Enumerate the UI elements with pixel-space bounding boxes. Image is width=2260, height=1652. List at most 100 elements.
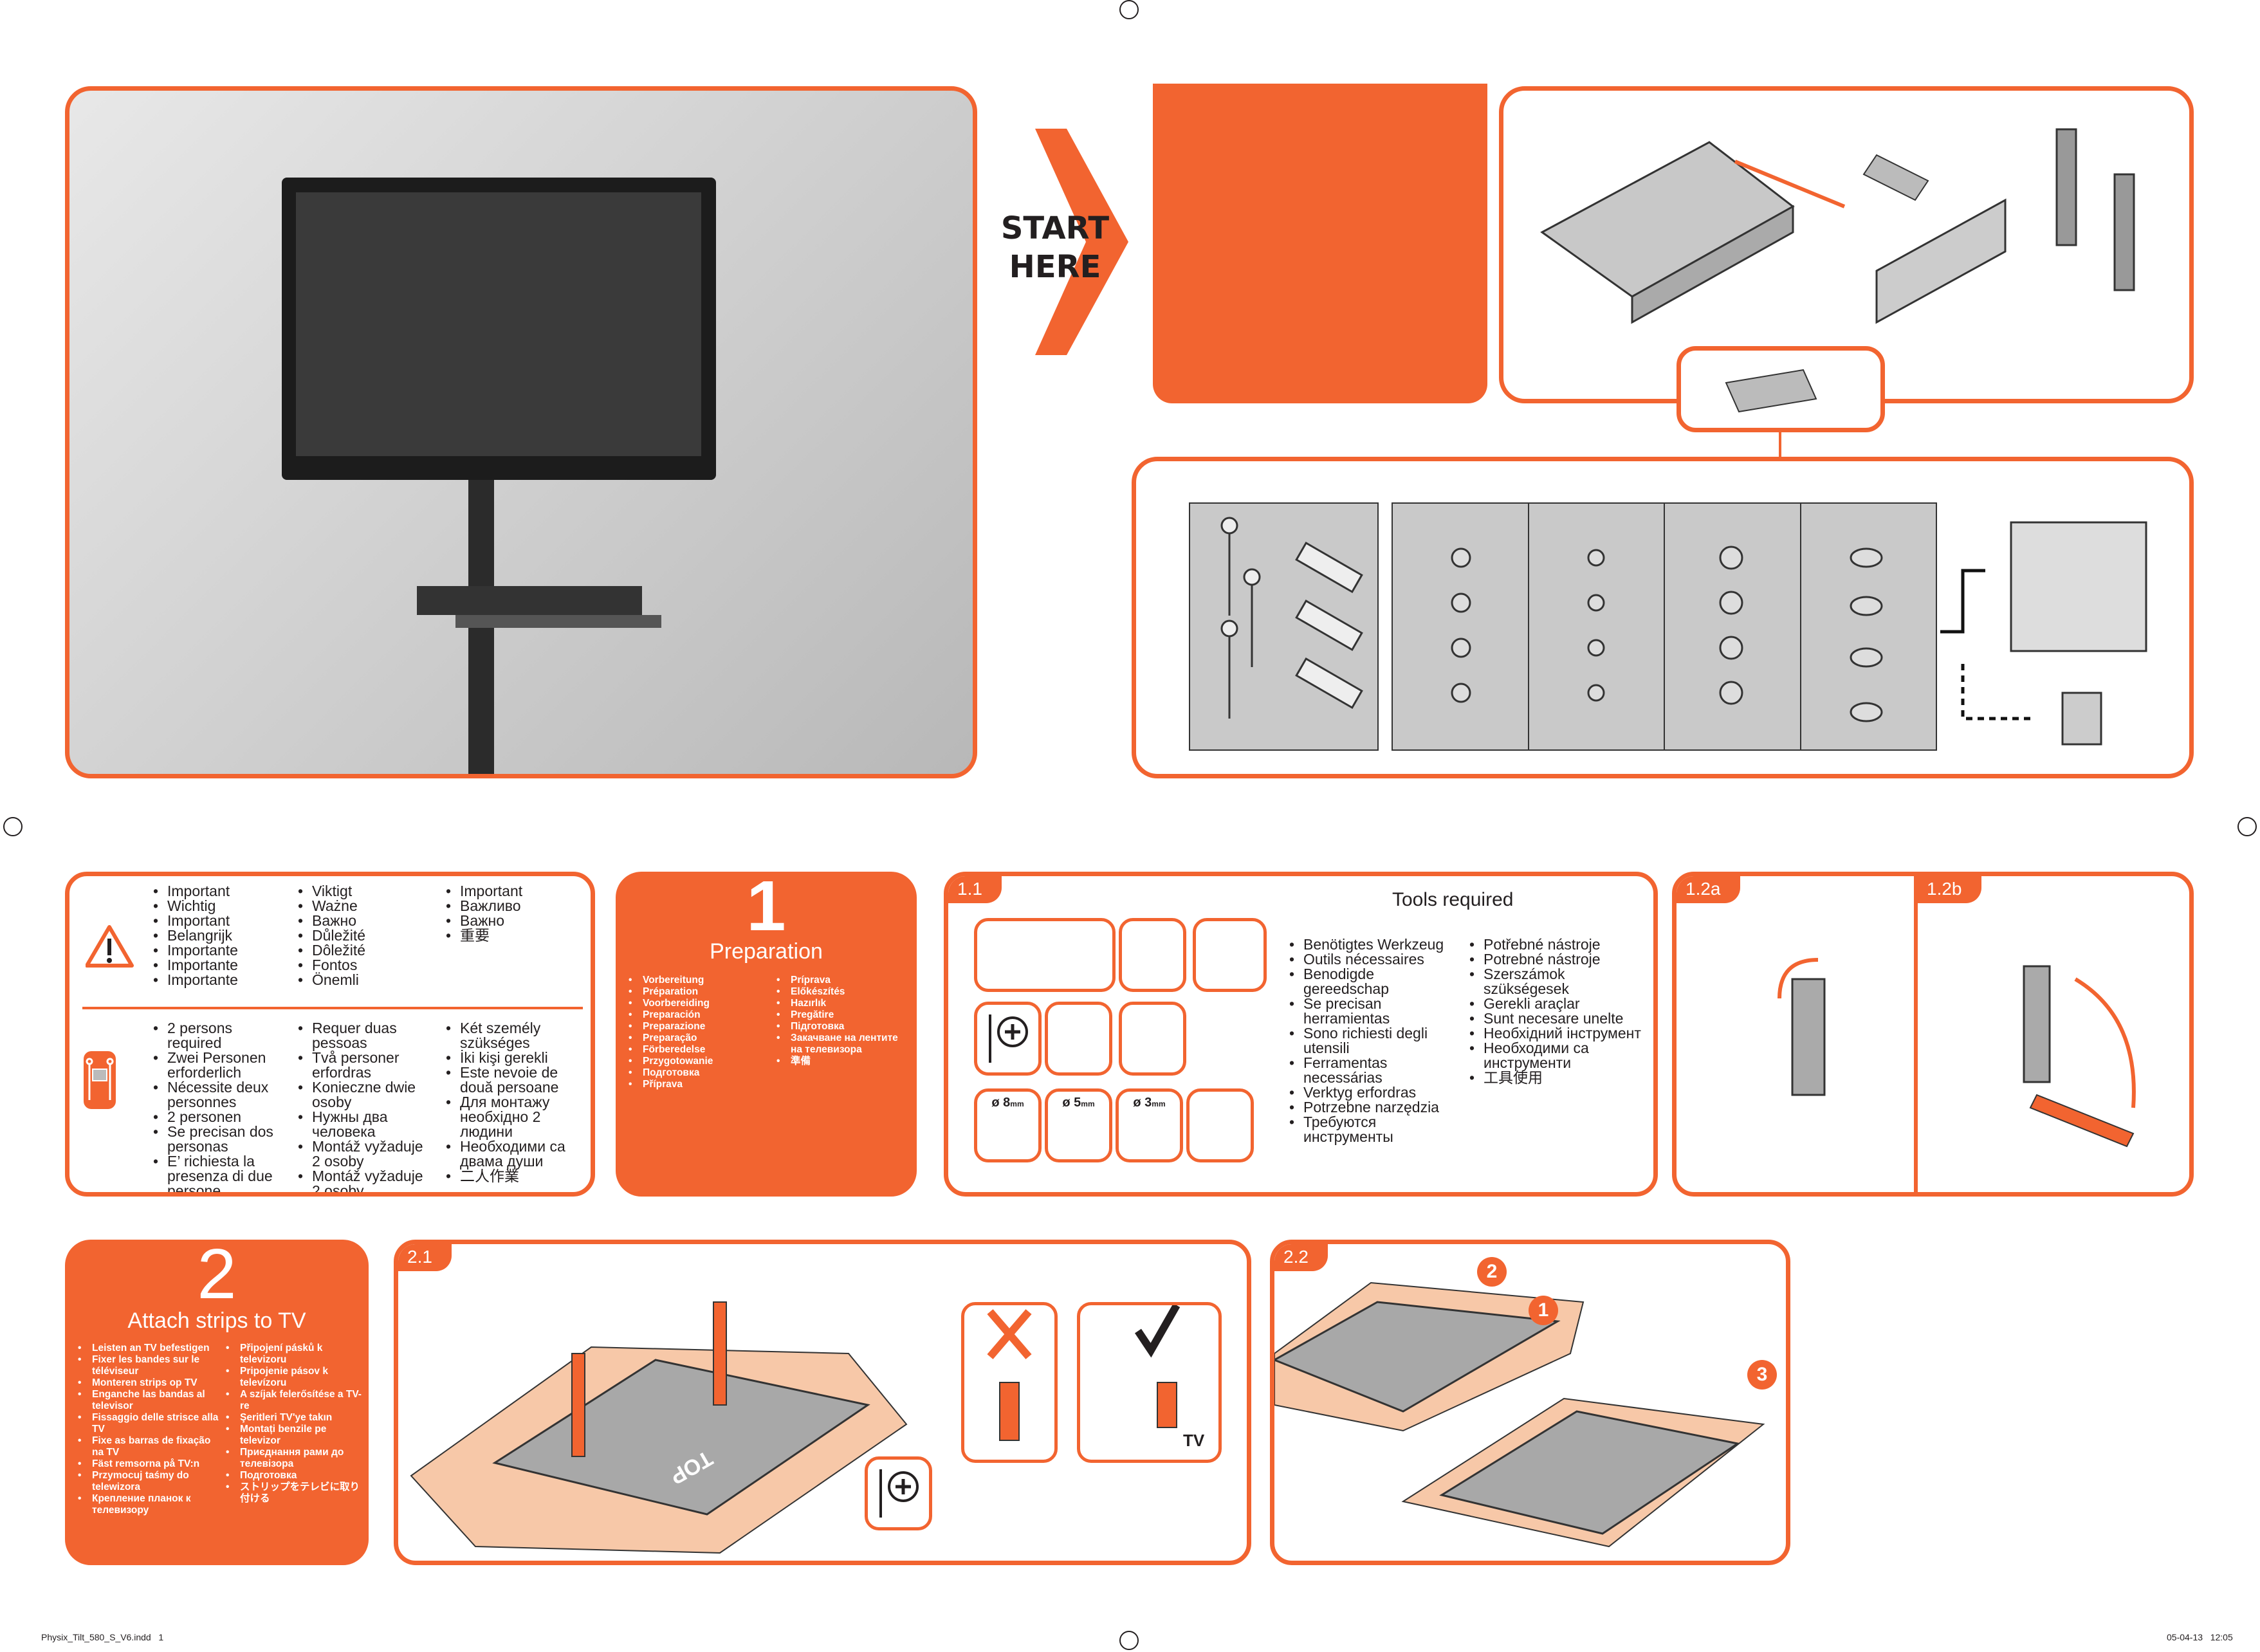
translation-item: Подготовка <box>226 1470 364 1482</box>
tools-item: Se precisan herramientas <box>1289 996 1463 1026</box>
translation-item: 準備 <box>776 1056 905 1067</box>
important-item: Importante <box>153 958 238 973</box>
documents-tab <box>1677 346 1885 432</box>
tools-item: Potrzebne narzędzia <box>1289 1100 1463 1115</box>
step-2-1-panel: 2.1 TOP TV <box>394 1240 1251 1565</box>
translation-item: Preparação <box>629 1032 713 1044</box>
translation-item: Przymocuj taśmy do telewizora <box>78 1470 219 1493</box>
hardware-illustration <box>1220 517 2147 746</box>
important-item: Важно <box>298 913 365 929</box>
translation-item: Pregătire <box>776 1009 905 1021</box>
hook-strips-illustration <box>1274 1281 1765 1548</box>
tools-item: Szerszámok szükségesek <box>1469 967 1649 996</box>
box-contents-panel <box>1499 86 2194 403</box>
tv-screws-group <box>1392 502 1937 751</box>
drill-bit-8mm: ø 8mm <box>974 1088 1042 1162</box>
step-2-panel: 2 Attach strips to TV Leisten an TV befe… <box>65 1240 369 1565</box>
product-photo-panel <box>65 86 977 778</box>
attach-strips-illustration: TOP <box>410 1301 908 1554</box>
translation-item: Voorbereiding <box>629 998 713 1009</box>
two-persons-item: Montáž vyžaduje 2 osoby <box>298 1169 433 1193</box>
step-1-panel: 1 Preparation VorbereitungPréparationVoo… <box>616 872 917 1197</box>
important-item: Important <box>153 913 238 929</box>
tools-item: Sono richiesti degli utensili <box>1289 1026 1463 1056</box>
translation-item: Előkészítés <box>776 986 905 998</box>
hardware-panel <box>1132 457 2194 778</box>
divider <box>82 1007 583 1009</box>
tools-title: Tools required <box>1392 889 1514 910</box>
translation-item: Montați benzile pe televizor <box>226 1424 364 1447</box>
translation-item: Приєднання рами до телевізора <box>226 1447 364 1470</box>
important-item: 重要 <box>446 928 522 944</box>
here-label: HERE <box>1009 249 1101 285</box>
important-item: Importante <box>153 973 238 988</box>
registration-mark-top <box>1119 0 1139 19</box>
important-item: Důležité <box>298 928 365 944</box>
two-persons-item: Se precisan dos personas <box>153 1124 288 1154</box>
translation-item: Fixe as barras de fixação na TV <box>78 1435 219 1458</box>
bracket-unfold-illustration <box>1778 958 2136 1148</box>
two-persons-item: Zwei Personen erforderlich <box>153 1051 288 1080</box>
tools-item: Gerekli araçlar <box>1469 996 1649 1012</box>
tools-item: Sunt necesare unelte <box>1469 1011 1649 1027</box>
tools-item: Требуются инструменты <box>1289 1115 1463 1144</box>
important-item: Önemli <box>298 973 365 988</box>
tape-measure-icon <box>1119 918 1186 992</box>
translation-item: Připojení pásků k televizoru <box>226 1343 364 1366</box>
step-number: 1 <box>746 872 786 946</box>
two-persons-item: Requer duas pessoas <box>298 1021 433 1051</box>
documents-icon <box>1725 369 1817 413</box>
translation-item: ストリップをテレビに取り付ける <box>226 1482 364 1505</box>
footer-date: 05-04-13 12:05 <box>2167 1632 2233 1642</box>
tools-item: Benodigde gereedschap <box>1289 967 1463 996</box>
two-persons-item: Montáž vyžaduje 2 osoby <box>298 1139 433 1169</box>
orange-block <box>1153 84 1487 403</box>
scissors-icon <box>1119 1002 1186 1076</box>
translation-item: Подготовка <box>629 1067 713 1079</box>
important-item: Important <box>446 884 522 899</box>
two-persons-item: Två personer erfordras <box>298 1051 433 1080</box>
two-persons-item: 2 personen <box>153 1110 288 1125</box>
section-tag: 1.1 <box>948 876 1002 903</box>
important-item: Ważne <box>298 899 365 914</box>
divider <box>1914 876 1918 1192</box>
two-persons-item: Két személy szükséges <box>446 1021 581 1051</box>
chevron-right-icon <box>1035 129 1128 355</box>
two-persons-item: Необходими са двама души <box>446 1139 581 1169</box>
two-persons-item: E’ richiesta la presenza di due persone <box>153 1154 288 1193</box>
two-persons-item: Nécessite deux personnes <box>153 1080 288 1110</box>
translation-item: Şeritleri TV'ye takın <box>226 1412 364 1424</box>
tv-label: TV <box>1183 1431 1205 1450</box>
important-item: Dôležité <box>298 943 365 959</box>
tools-item: Verktyg erfordras <box>1289 1085 1463 1101</box>
translation-item: Fissaggio delle strisce alla TV <box>78 1412 219 1435</box>
translation-item: Vorbereitung <box>629 975 713 986</box>
translation-item: Pripojenie pásov k televízoru <box>226 1366 364 1389</box>
translation-item: Fixer les bandes sur le téléviseur <box>78 1354 219 1377</box>
translation-item: Крепление планок к телевизору <box>78 1493 219 1516</box>
step-title: Preparation <box>710 939 823 964</box>
footer-filename: Physix_Tilt_580_S_V6.indd 1 <box>41 1632 164 1642</box>
translation-item: Закачване на лентите на телевизора <box>776 1032 905 1056</box>
translation-item: Przygotowanie <box>629 1056 713 1067</box>
translation-item: Preparación <box>629 1009 713 1021</box>
tools-item: Potrebné nástroje <box>1469 952 1649 968</box>
screwdriver-icon <box>865 1456 932 1530</box>
tools-item: Ferramentas necessárias <box>1289 1056 1463 1085</box>
tools-required-panel: 1.1 ø 8mm ø 5mm ø 3mm Tools required Ben… <box>944 872 1658 1197</box>
two-persons-item: Este nevoie de două persoane <box>446 1065 581 1095</box>
connector-line <box>1779 432 1781 458</box>
section-tag: 1.2b <box>1918 876 1981 903</box>
section-tag: 2.2 <box>1274 1244 1328 1271</box>
two-person-lift-icon <box>84 1051 116 1109</box>
two-persons-item: İki kişi gerekli <box>446 1051 581 1066</box>
translation-item: Monteren strips op TV <box>78 1377 219 1389</box>
start-here-arrow: START HERE <box>997 129 1139 360</box>
section-tag: 1.2a <box>1677 876 1740 903</box>
important-notes-panel: ImportantWichtigImportantBelangrijkImpor… <box>65 872 595 1197</box>
translation-item: Fäst remsorna på TV:n <box>78 1458 219 1470</box>
important-item: Important <box>153 884 238 899</box>
start-label: START <box>1000 210 1110 246</box>
important-item: Importante <box>153 943 238 959</box>
pencil-icon <box>1045 1002 1112 1076</box>
